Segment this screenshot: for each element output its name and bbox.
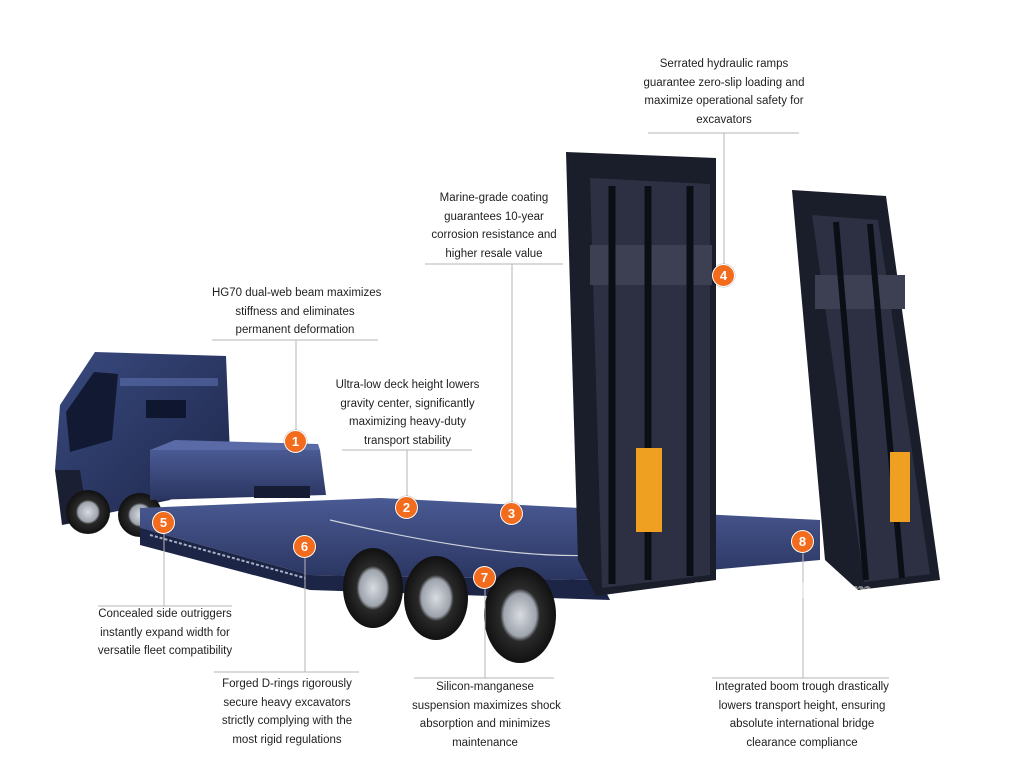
callout-4-badge: 4: [712, 264, 735, 287]
callout-1-badge: 1: [284, 430, 307, 453]
callout-3-badge: 3: [500, 502, 523, 525]
leader-lines: [98, 132, 889, 679]
gooseneck: [150, 440, 326, 500]
watermark: sailingvehicle.com: [668, 578, 873, 603]
callout-2-badge: 2: [395, 496, 418, 519]
callout-6-badge: 6: [293, 535, 316, 558]
trailer-wheels: [343, 548, 556, 663]
callout-7-badge: 7: [473, 566, 496, 589]
callout-8-badge: 8: [791, 530, 814, 553]
callout-5-badge: 5: [152, 511, 175, 534]
hydraulic-ramps: [566, 152, 940, 596]
